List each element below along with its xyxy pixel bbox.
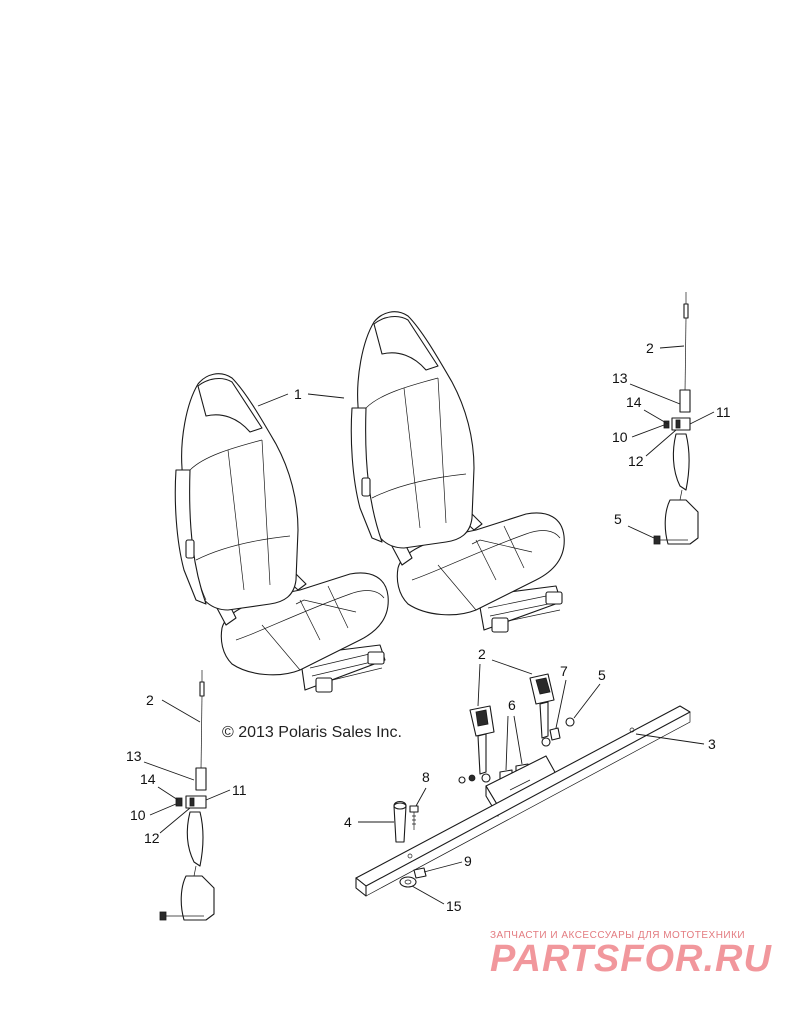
callout-15: 15 bbox=[446, 898, 462, 914]
callout-7: 7 bbox=[560, 663, 568, 679]
callout-left-2: 2 bbox=[146, 692, 154, 708]
left-seat bbox=[174, 373, 389, 693]
callout-left-12: 12 bbox=[144, 830, 160, 846]
callout-3: 3 bbox=[708, 736, 716, 752]
callout-top-10: 10 bbox=[612, 429, 628, 445]
callout-top-12: 12 bbox=[628, 453, 644, 469]
callout-9: 9 bbox=[464, 853, 472, 869]
copyright-text: © 2013 Polaris Sales Inc. bbox=[222, 724, 402, 741]
callout-8: 8 bbox=[422, 769, 430, 785]
right-seat bbox=[350, 311, 565, 633]
callout-top-13: 13 bbox=[612, 370, 628, 386]
callout-top-2: 2 bbox=[646, 340, 654, 356]
callout-left-13: 13 bbox=[126, 748, 142, 764]
callout-left-10: 10 bbox=[130, 807, 146, 823]
watermark-tagline: ЗАПЧАСТИ И АКСЕССУАРЫ ДЛЯ МОТОТЕХНИКИ bbox=[490, 930, 746, 941]
callout-top-11: 11 bbox=[716, 404, 731, 420]
belt-assembly-left bbox=[159, 670, 215, 921]
buckle-hardware bbox=[355, 673, 691, 897]
watermark-logo: PARTSFOR.RU bbox=[490, 938, 772, 980]
callout-buckle-2: 2 bbox=[478, 646, 486, 662]
callout-4: 4 bbox=[344, 814, 352, 830]
callout-left-14: 14 bbox=[140, 771, 156, 787]
callout-1: 1 bbox=[294, 386, 302, 402]
callout-6: 6 bbox=[508, 697, 516, 713]
callout-top-14: 14 bbox=[626, 394, 642, 410]
belt-assembly-top bbox=[653, 292, 699, 545]
callout-left-11: 11 bbox=[232, 782, 247, 798]
callout-5: 5 bbox=[598, 667, 606, 683]
callout-top-5: 5 bbox=[614, 511, 622, 527]
